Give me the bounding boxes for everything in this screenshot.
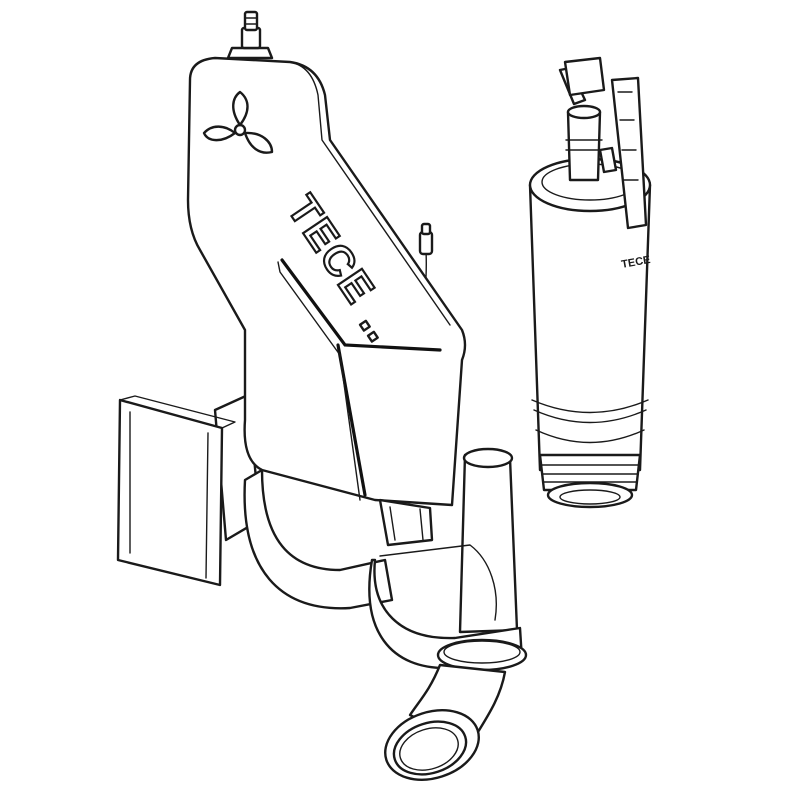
outlet-seal-ring	[384, 709, 480, 781]
tece-propeller-logo-icon	[202, 90, 274, 154]
cylinder-brand-mark: TECE	[620, 254, 651, 271]
drain-pipe-assembly	[243, 447, 528, 781]
top-valve-fitting	[226, 10, 274, 60]
tece-housing-arm	[186, 56, 467, 547]
mounting-plate	[116, 393, 262, 587]
flush-valve-cylinder: TECE	[528, 56, 651, 509]
